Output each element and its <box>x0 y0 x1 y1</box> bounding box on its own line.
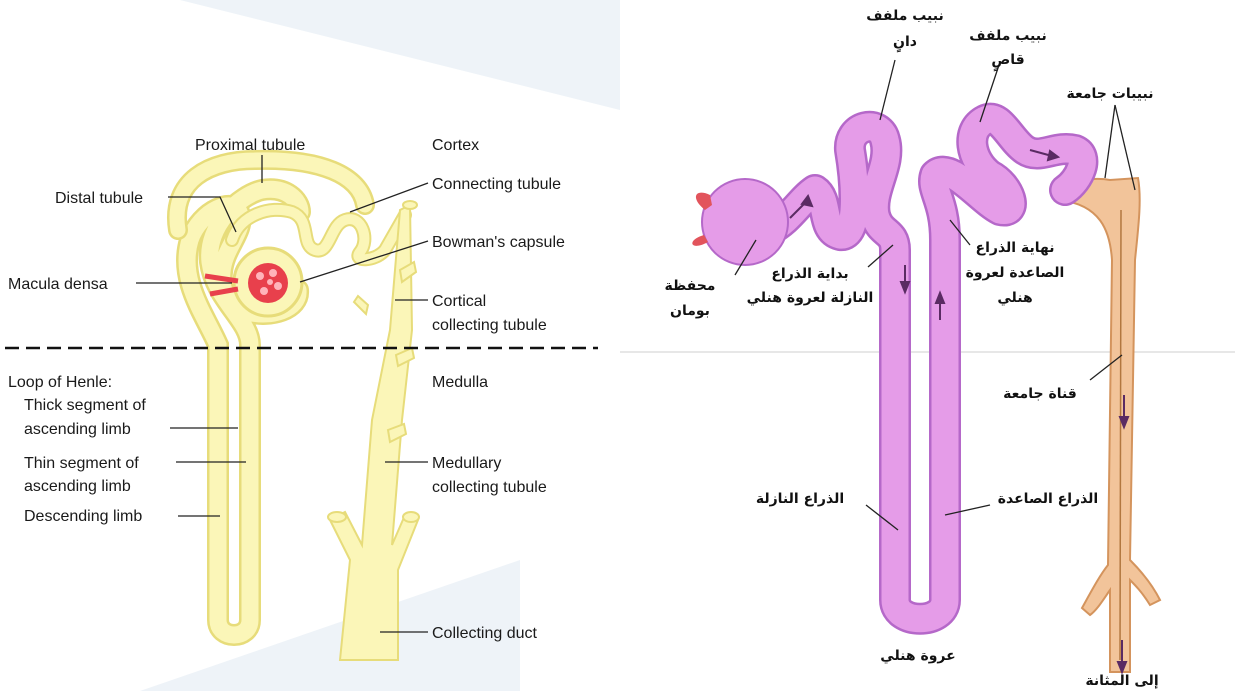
bowmans-capsule-right <box>702 179 788 265</box>
label-distal-convoluted-2: دانٍ <box>893 34 917 53</box>
background-panel-top <box>180 0 620 110</box>
label-ascending-limb-ar: الذراع الصاعدة <box>998 491 1098 507</box>
label-asc-end-3: هنلي <box>997 290 1032 306</box>
label-descending-limb-ar: الذراع النازلة <box>756 491 844 507</box>
label-thick-2: ascending limb <box>24 421 131 438</box>
label-descending-limb: Descending limb <box>24 508 142 525</box>
label-macula-densa: Macula densa <box>8 276 108 293</box>
label-cortical-collecting-2: collecting tubule <box>432 317 547 334</box>
label-thin-2: ascending limb <box>24 478 131 495</box>
label-desc-start-2: النازلة لعروة هنلي <box>747 290 874 306</box>
label-to-bladder: إلى المثانة <box>1085 673 1158 689</box>
label-asc-end-1: نهاية الذراع <box>976 240 1055 256</box>
label-desc-start-1: بداية الذراع <box>771 266 848 282</box>
label-asc-end-2: الصاعدة لعروة <box>966 265 1065 281</box>
label-bowmans-capsule: Bowman's capsule <box>432 234 565 251</box>
label-cortex: Cortex <box>432 137 479 154</box>
label-cortical-collecting-1: Cortical <box>432 293 486 310</box>
right-nephron-diagram <box>692 119 1160 672</box>
label-proximal-convoluted-1: نبيب ملفف <box>969 28 1047 44</box>
label-thick-1: Thick segment of <box>24 397 146 414</box>
label-thin-1: Thin segment of <box>24 455 139 472</box>
collecting-duct-flow-line <box>1120 210 1121 660</box>
label-collecting-tubules: نبيبات جامعة <box>1066 86 1153 102</box>
label-bowman-1: محفظة <box>665 278 716 294</box>
label-medullary-2: collecting tubule <box>432 479 547 496</box>
label-connecting-tubule: Connecting tubule <box>432 176 561 193</box>
label-distal-convoluted-1: نبيب ملفف <box>866 8 944 24</box>
label-collecting-duct-ar: قناة جامعة <box>1003 386 1077 402</box>
left-nephron-diagram <box>177 160 419 660</box>
label-medulla: Medulla <box>432 374 488 391</box>
label-proximal-convoluted-2: قاصٍ <box>991 52 1024 72</box>
label-proximal-tubule: Proximal tubule <box>195 137 305 154</box>
label-collecting-duct: Collecting duct <box>432 625 538 642</box>
label-distal-tubule: Distal tubule <box>55 190 143 207</box>
collecting-duct-tan <box>1060 178 1160 672</box>
label-loop-of-henle: Loop of Henle: <box>8 374 112 391</box>
label-bowman-2: بومان <box>670 303 710 319</box>
label-loop-of-henle-ar: عروة هنلي <box>880 648 955 664</box>
label-medullary-1: Medullary <box>432 455 501 472</box>
